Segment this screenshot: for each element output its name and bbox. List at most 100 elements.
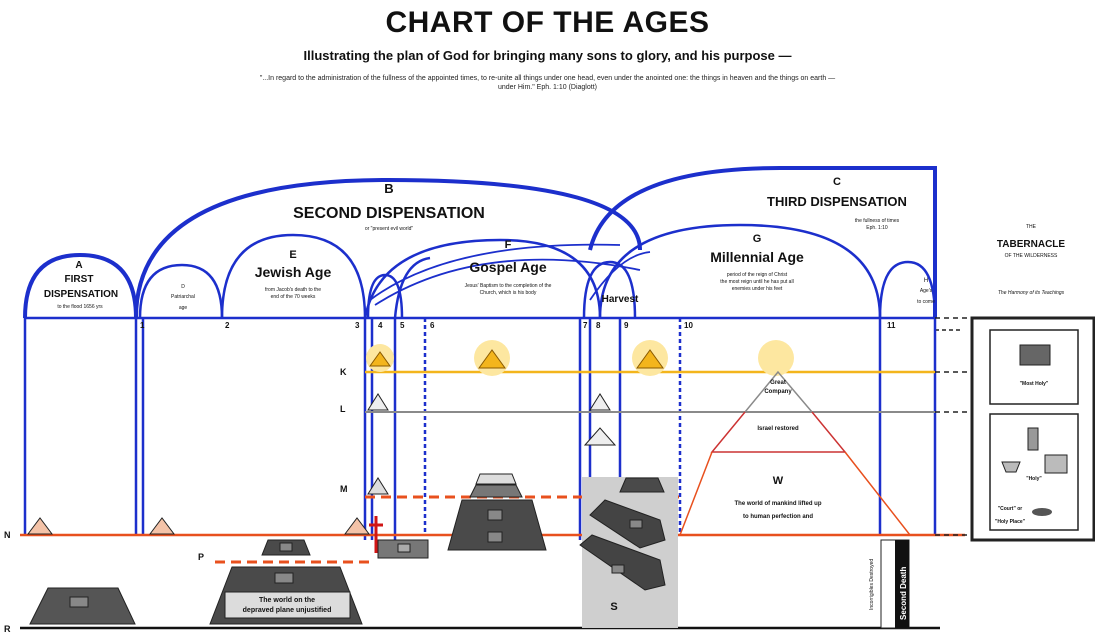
pyramid-gospel [447,499,547,551]
holy-place-label: "Holy Place" [995,519,1026,525]
arch-harvest-1 [393,256,431,319]
world-on-label-1: The world on the [259,597,315,604]
lampstand-icon [1027,427,1039,451]
marker-9: 9 [624,321,629,330]
dispensation-b-letter: B [384,181,393,196]
arch-patriarchal [138,263,224,319]
tabernacle-caption: The Harmony of its Teachings [998,290,1065,296]
marker-1: 1 [140,321,145,330]
age-g-name: Millennial Age [710,249,804,265]
dispensation-b-note: or "present evil world" [365,226,414,232]
triangle-a [27,517,53,535]
arch-ages-to-come [878,260,937,319]
plane-l-label: L [340,404,346,414]
israel-restored-label: Israel restored [757,426,799,432]
triangle-l-3 [583,427,617,446]
marker-3: 3 [355,321,360,330]
arch-millennial [598,223,882,319]
s-label: S [610,601,617,613]
laver-icon [1032,508,1052,516]
tabernacle-diagram [970,316,1095,542]
age-h-note-1: Age's [920,288,933,294]
dispensation-c-letter: C [833,176,841,188]
plane-r-label: R [4,624,11,634]
marker-4: 4 [378,321,383,330]
most-holy-label: "Most Holy" [1020,381,1049,387]
marker-10: 10 [684,321,693,330]
chart-title: CHART OF THE AGES [385,6,710,39]
marker-8: 8 [596,321,601,330]
triangle-l-2 [589,393,611,411]
scripture-quote: "...In regard to the administration of t… [259,75,836,91]
second-death-column [880,539,910,629]
table-icon [1044,454,1068,474]
holy-label: "Holy" [1026,476,1042,482]
w-label: W [773,475,784,487]
age-f-note-1: Jesus' Baptism to the completion of the [465,283,552,289]
age-g-letter: G [753,233,762,245]
dispensation-a-letter: A [75,260,82,271]
dispensation-arches [23,166,937,319]
millennial-pyramid [678,370,912,536]
harvest-label: Harvest [602,294,639,305]
world-lifted-label-1: The world of mankind lifted up [735,501,822,507]
age-arches [138,223,937,319]
age-e-note-1: from Jacob's death to the [265,287,321,293]
triangle-l-1 [367,393,389,411]
age-f-name: Gospel Age [469,259,546,275]
cross-icon [369,516,383,553]
marker-7: 7 [583,321,588,330]
marker-2: 2 [225,321,230,330]
small-triangles [27,393,617,535]
court-label: "Court" or [998,506,1023,512]
marker-6: 6 [430,321,435,330]
world-lifted-label-2: to human perfection and [743,514,813,520]
world-on-label-2: depraved plane unjustified [243,607,332,614]
age-f-note-2: Church, which is his body [480,290,537,296]
age-h-note-2: to come [917,299,935,305]
sun-icon [474,340,510,376]
pyramids [29,473,547,625]
age-g-note-2: the most reign until he has put all [720,279,793,285]
dispensation-a-name-1: FIRST [65,274,94,285]
tabernacle-the: THE [1026,224,1037,230]
plane-k-label: K [340,367,347,377]
great-company-label-2: Company [764,389,792,395]
age-d-letter: D [181,284,185,290]
arch-jewish [220,233,367,319]
arch-gospel [363,238,602,319]
dispensation-c-name: THIRD DISPENSATION [767,194,907,209]
second-death-label: Second Death [899,567,908,620]
age-e-note-2: end of the 70 weeks [271,294,316,300]
age-e-name: Jewish Age [255,264,332,280]
age-g-note-3: enemies under his feet [732,286,783,292]
age-e-letter: E [289,249,296,261]
altar-icon [1001,461,1021,473]
marker-5: 5 [400,321,405,330]
tabernacle-title: TABERNACLE [997,239,1065,250]
harvest-block [579,477,678,628]
marker-11: 11 [887,321,896,330]
triangle-d [149,517,175,535]
tabernacle-sub: OF THE WILDERNESS [1005,253,1058,259]
arch-gospel-harvest [582,260,637,319]
ark-icon [1019,344,1051,366]
age-d-note: Patriarchal [171,294,195,300]
plane-p-label: P [198,552,204,562]
dispensation-a-name-2: DISPENSATION [44,289,118,300]
sun-icons [366,340,794,376]
dispensation-a-note: to the flood 1656 yrs [57,304,103,310]
age-f-letter: F [505,239,512,251]
triangle-m-1 [367,477,389,495]
great-company-label-1: Great [770,380,786,386]
sun-icon [632,340,668,376]
dispensation-c-note-2: Eph. 1:10 [866,225,888,231]
age-h-letter: H [924,278,928,284]
arch-first-dispensation [23,252,138,319]
incorrigible-label: Incorrigibles Destroyed [869,559,875,610]
dispensation-c-note-1: the fullness of times [855,218,900,224]
arch-third-dispensation [588,166,937,318]
age-g-note-1: period of the reign of Christ [727,272,788,278]
